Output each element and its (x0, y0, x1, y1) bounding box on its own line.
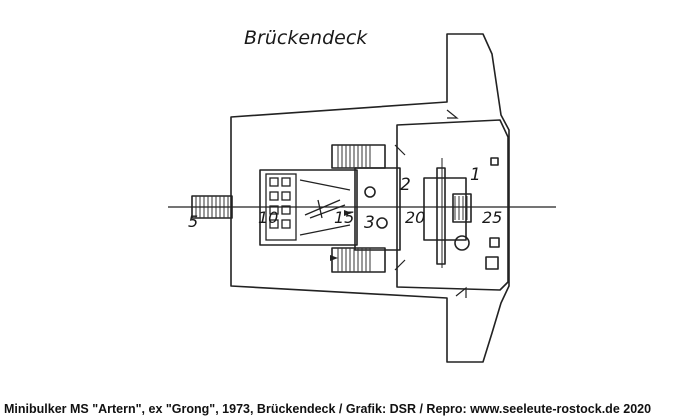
frame-label-15: 15 (334, 208, 354, 227)
fixture-top-right (490, 157, 499, 166)
frame-label-20: 20 (405, 208, 425, 227)
deck-outline (230, 33, 510, 363)
stair-hatching (337, 145, 371, 272)
compass-stand (436, 167, 446, 265)
frame-label-5: 5 (188, 212, 198, 231)
stair-block-lower (331, 247, 386, 273)
fixture-mid-right (489, 237, 500, 248)
helm-hatching (454, 196, 468, 220)
deck-plan-drawing: Brückendeck 5 10 15 20 25 1 2 3 (168, 27, 556, 363)
frame-label-10: 10 (258, 208, 278, 227)
fixture-circle-3 (376, 217, 388, 229)
fixture-circle (454, 235, 470, 251)
fixture-circle-2 (364, 186, 376, 198)
door-swings (394, 109, 467, 298)
frame-label-25: 25 (482, 208, 502, 227)
diagram-title: Brückendeck (244, 27, 368, 49)
fixture-bottom-right (485, 256, 499, 270)
room-label-3: 3 (364, 213, 375, 233)
stair-block-upper (331, 144, 386, 169)
room-label-1: 1 (470, 165, 481, 185)
image-caption: Minibulker MS "Artern", ex "Grong", 1973… (4, 402, 652, 416)
arrow-marks (330, 210, 352, 261)
wheelhouse-outline (396, 119, 509, 291)
helm-stand (452, 193, 472, 223)
room-label-2: 2 (400, 175, 411, 195)
centre-block (354, 167, 401, 251)
